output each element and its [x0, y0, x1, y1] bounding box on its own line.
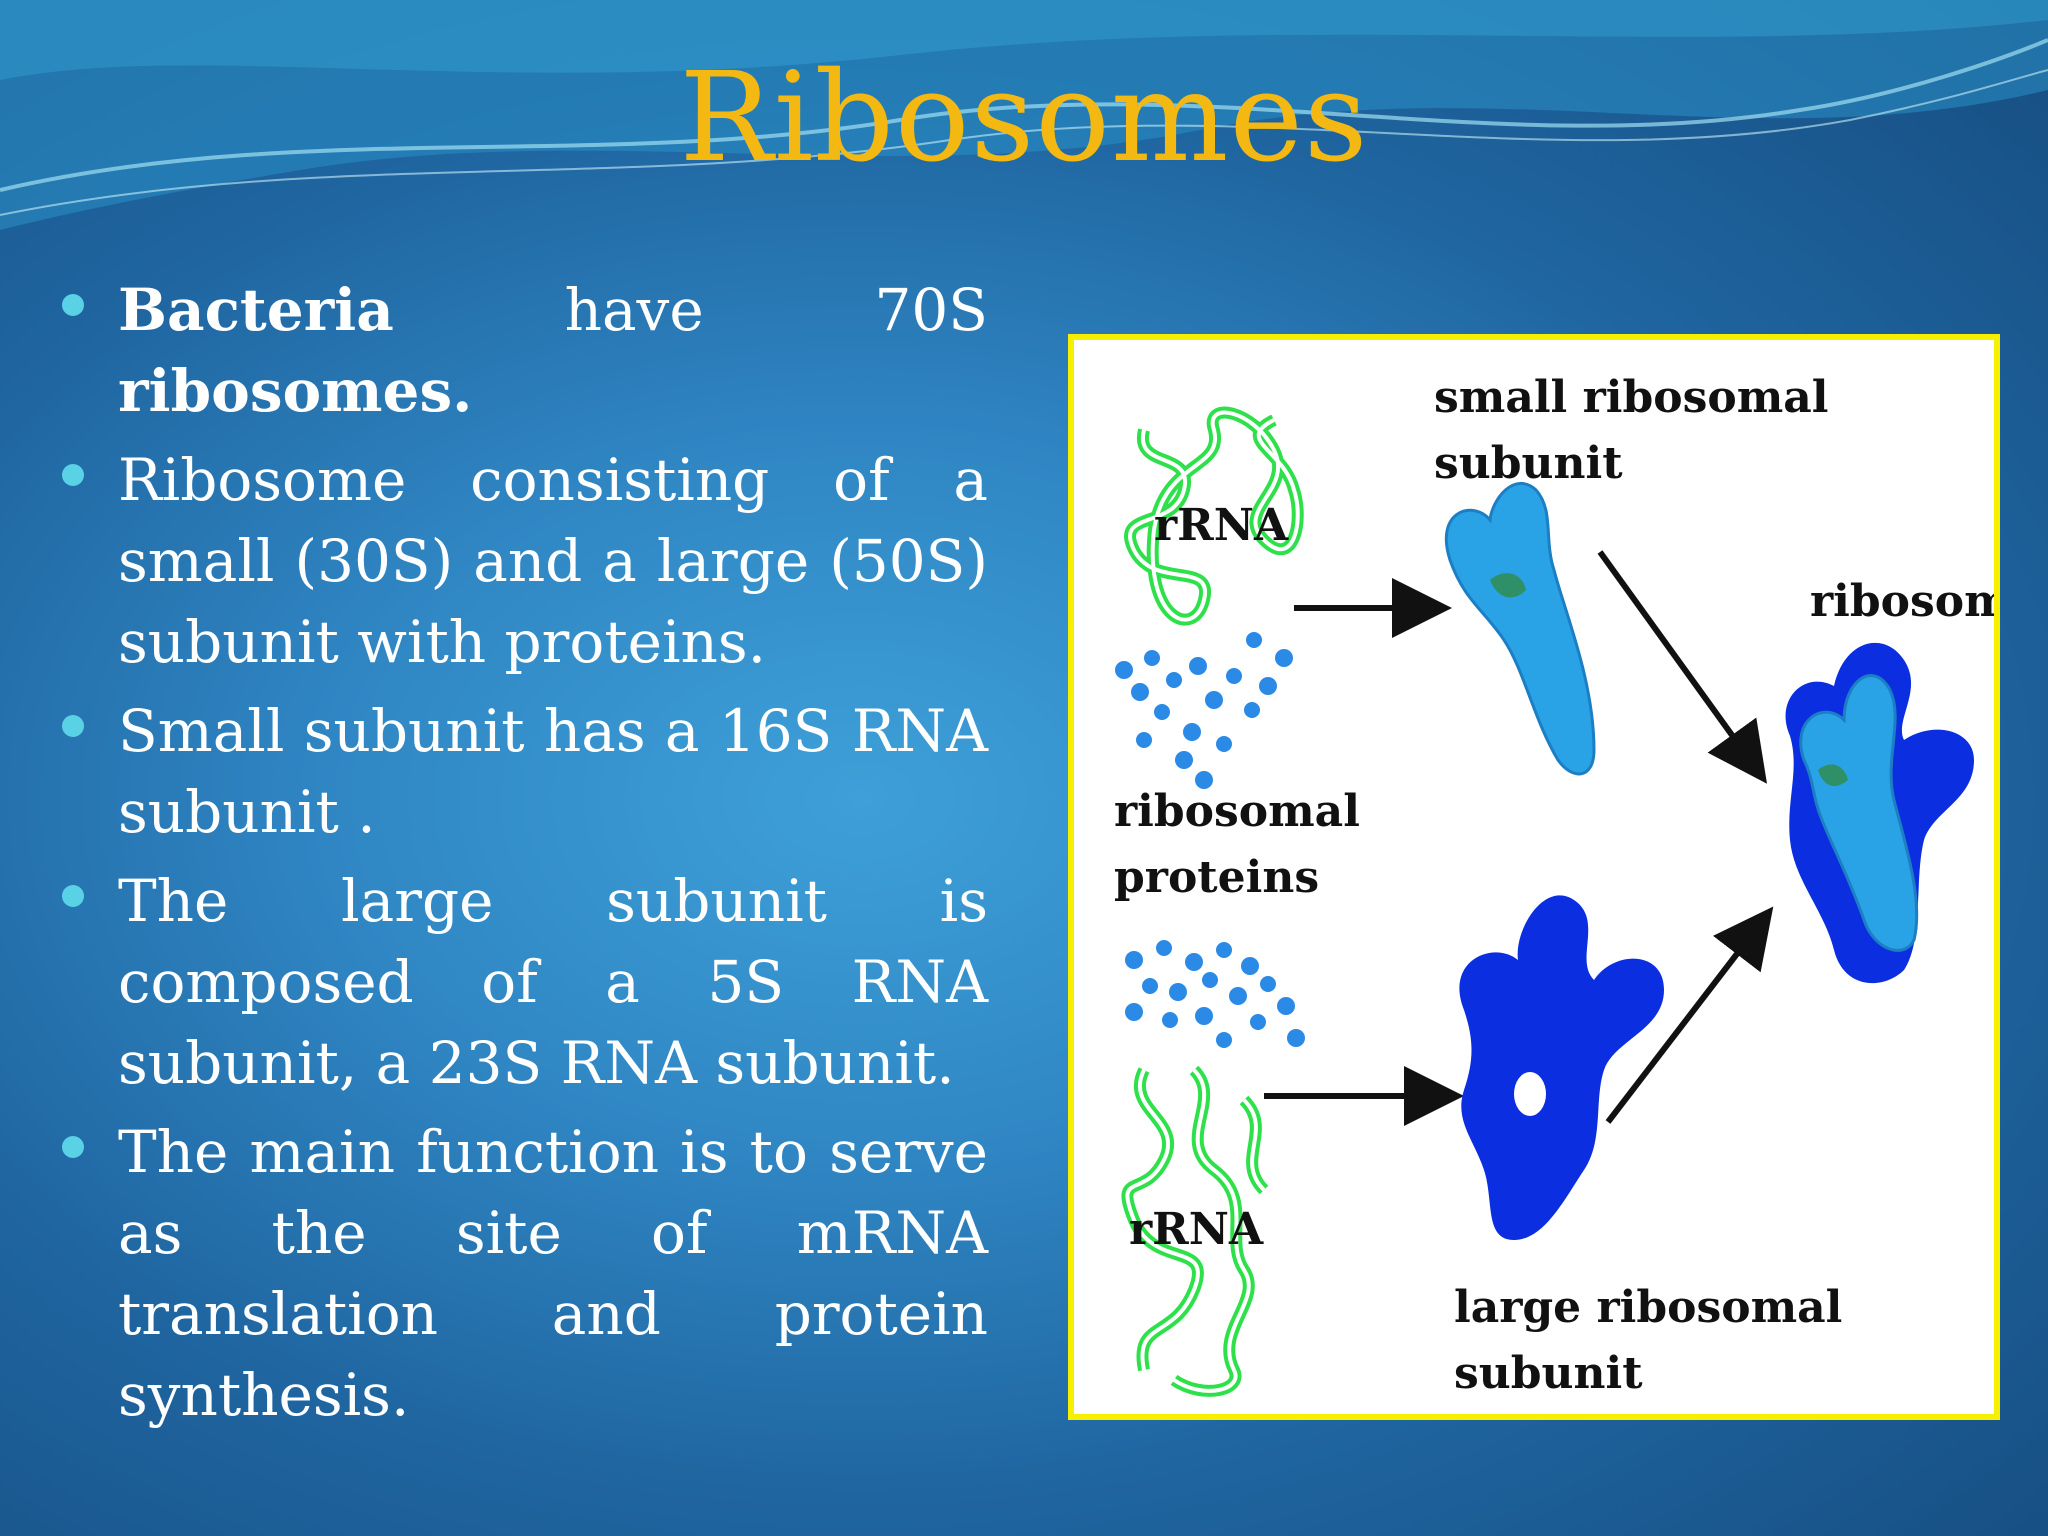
ribosomal-proteins-dots-top	[1115, 632, 1293, 789]
ribosomal-proteins-label-line2: proteins	[1114, 852, 1319, 903]
bullet-bold-text: Bacteria	[118, 276, 394, 344]
bullet-dot	[62, 885, 84, 907]
bullet-item: Small subunit has a 16S RNA subunit .	[58, 691, 988, 853]
rrna-strand-bottom	[1121, 1065, 1269, 1397]
ribosome-diagram: rRNA ribosomal proteins rRNA	[1068, 334, 2000, 1420]
ribosome-label: ribosome	[1810, 576, 1994, 627]
assembled-ribosome	[1785, 642, 1974, 984]
bullet-text: The main function is to serve as the sit…	[118, 1118, 988, 1429]
bullet-item: Ribosome consisting of a small (30S) and…	[58, 440, 988, 683]
small-subunit-shape	[1444, 482, 1596, 776]
ribosomal-proteins-label-line1: ribosomal	[1114, 786, 1360, 837]
ribosomal-proteins-dots-bottom	[1125, 940, 1305, 1048]
bullet-item: Bacteria have 70S ribosomes.	[58, 270, 988, 432]
large-subunit-label-line1: large ribosomal	[1454, 1282, 1842, 1333]
bullet-item: The large subunit is composed of a 5S RN…	[58, 861, 988, 1104]
large-subunit-pore	[1514, 1072, 1546, 1116]
bullet-text: The large subunit is composed of a 5S RN…	[118, 867, 988, 1097]
rrna-strand-top	[1124, 406, 1304, 626]
bullet-dot	[62, 294, 84, 316]
arrow-large-to-ribosome	[1605, 906, 1774, 1124]
large-subunit-shape	[1459, 895, 1664, 1240]
rrna-top-label: rRNA	[1154, 500, 1289, 551]
large-subunit-label-line2: subunit	[1454, 1348, 1643, 1399]
slide-title: Ribosomes	[679, 46, 1369, 190]
bullet-text: Bacteria have 70S ribosomes.	[118, 270, 988, 432]
bullet-text-segment: have 70S	[393, 276, 988, 344]
header-wave-decoration	[0, 0, 2048, 230]
rrna-bottom-label: rRNA	[1129, 1204, 1264, 1255]
bullet-item: The main function is to serve as the sit…	[58, 1112, 988, 1436]
bullet-text: Ribosome consisting of a small (30S) and…	[118, 446, 988, 676]
bullet-dot	[62, 1136, 84, 1158]
bullet-dot	[62, 715, 84, 737]
small-subunit-label-line1: small ribosomal	[1434, 372, 1829, 423]
bullet-list: Bacteria have 70S ribosomes. Ribosome co…	[58, 270, 988, 1444]
bullet-dot	[62, 464, 84, 486]
bullet-bold-text: ribosomes.	[118, 357, 473, 425]
arrow-small-to-ribosome	[1597, 550, 1768, 784]
bullet-text: Small subunit has a 16S RNA subunit .	[118, 697, 988, 846]
ribosome-diagram-canvas: rRNA ribosomal proteins rRNA	[1114, 372, 1994, 1399]
small-subunit-rrna-patch	[1490, 573, 1526, 598]
small-subunit-label-line2: subunit	[1434, 438, 1623, 489]
